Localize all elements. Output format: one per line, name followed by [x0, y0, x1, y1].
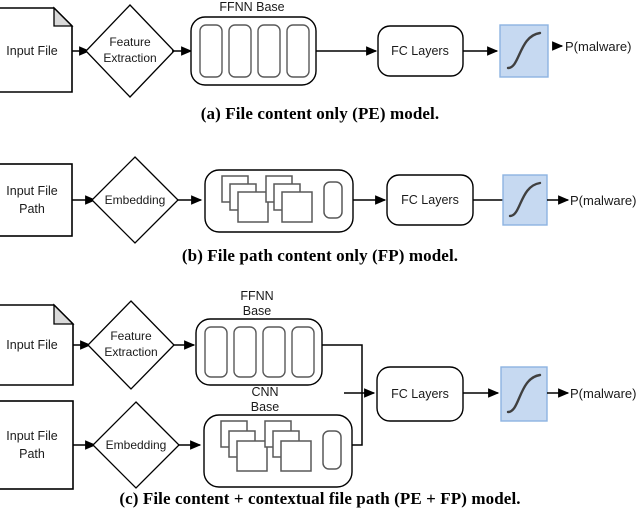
feature-extraction-label-line1-a: Feature — [109, 35, 151, 49]
ffnn-base-label-line2-c: Base — [243, 304, 272, 318]
output-label-a: P(malware) — [565, 39, 631, 54]
ffnn-base-label-a: FFNN Base — [219, 0, 284, 14]
embedding-label-b: Embedding — [105, 193, 166, 207]
panel-a: Input File Feature Extraction FFNN Base — [0, 0, 640, 135]
panel-c-diagram: Input File Feature Extraction FFNN Base … — [0, 283, 640, 491]
cnn-base-label-line1-c: CNN — [251, 385, 278, 399]
panel-c: Input File Feature Extraction FFNN Base … — [0, 283, 640, 519]
connector-cnn-to-merge-c — [352, 405, 363, 446]
panel-a-diagram: Input File Feature Extraction FFNN Base — [0, 0, 640, 105]
sigmoid-activation-a — [499, 24, 549, 78]
fc-layers-label-b: FC Layers — [401, 193, 459, 207]
cnn-unit-b — [323, 181, 343, 219]
input-file-label-a: Input File — [6, 44, 57, 58]
input-file-path-label-line1-c: Input File — [6, 429, 57, 443]
input-file-shape-c — [0, 303, 75, 386]
cnn-cards-stack-1-b — [221, 175, 269, 223]
fc-layers-box-c — [376, 366, 464, 422]
input-file-path-label-line1-b: Input File — [6, 184, 57, 198]
ffnn-units-a — [199, 24, 310, 78]
cnn-cards-stack-2-b — [265, 175, 313, 223]
cnn-cards-stack-2-c — [264, 420, 312, 472]
panel-b: Input File Path Embedding — [0, 148, 640, 268]
output-label-c: P(malware) — [570, 386, 636, 401]
embedding-label-c: Embedding — [106, 438, 167, 452]
cnn-cards-stack-1-c — [220, 420, 268, 472]
fc-layers-label-a: FC Layers — [391, 44, 449, 58]
input-file-path-label-line2-c: Path — [19, 447, 45, 461]
connector-ffnn-to-merge-c — [322, 344, 363, 405]
feature-extraction-diamond-a — [85, 4, 175, 98]
sigmoid-activation-b — [502, 174, 548, 226]
feature-extraction-label-line2-a: Extraction — [103, 51, 156, 65]
input-file-path-label-line2-b: Path — [19, 202, 45, 216]
panel-a-caption: (a) File content only (PE) model. — [200, 104, 440, 123]
feature-extraction-diamond-c — [87, 300, 175, 390]
feature-extraction-label-line2-c: Extraction — [104, 345, 157, 359]
ffnn-base-label-line1-c: FFNN — [240, 289, 273, 303]
panel-c-caption: (c) File content + contextual file path … — [119, 489, 521, 508]
panel-b-caption: (b) File path content only (FP) model. — [181, 246, 459, 265]
input-file-path-shape-c — [0, 400, 74, 490]
embedding-diamond-b — [91, 156, 179, 244]
embedding-diamond-c — [92, 401, 180, 489]
cnn-unit-c — [322, 430, 342, 470]
ffnn-units-c — [204, 326, 315, 378]
input-file-label-c: Input File — [6, 338, 57, 352]
fc-layers-label-c: FC Layers — [391, 387, 449, 401]
sigmoid-activation-c — [500, 366, 548, 422]
panel-b-diagram: Input File Path Embedding — [0, 148, 640, 248]
cnn-base-label-line2-c: Base — [251, 400, 280, 414]
input-file-shape-a — [0, 6, 74, 93]
output-label-b: P(malware) — [570, 193, 636, 208]
feature-extraction-label-line1-c: Feature — [110, 329, 152, 343]
input-file-path-shape-b — [0, 163, 73, 237]
